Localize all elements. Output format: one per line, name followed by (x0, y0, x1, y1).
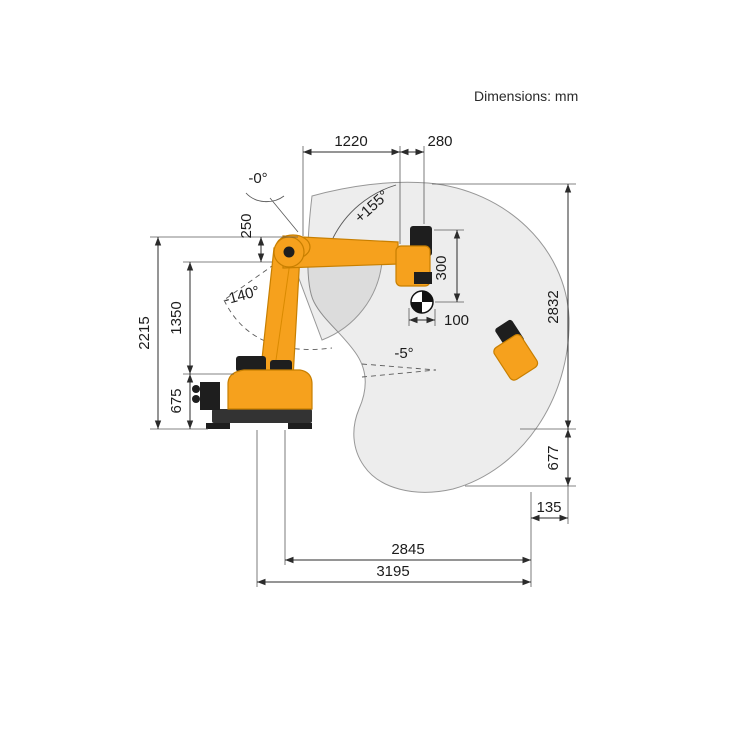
work-envelope-outline (307, 181, 570, 493)
label-677: 677 (545, 445, 562, 470)
label-angle-minus140: -140° (222, 283, 261, 309)
label-angle-minus5: -5° (394, 345, 413, 362)
label-300: 300 (433, 255, 450, 280)
angle-plus155-arc (332, 184, 397, 239)
robot (192, 226, 539, 429)
dimension-lines (154, 148, 572, 586)
robot-base-foot-right (288, 423, 312, 429)
robot-wrist-alt-pose (493, 319, 539, 381)
work-envelope-inner-sector (288, 251, 383, 341)
label-2215: 2215 (136, 316, 153, 349)
angle-zero-leader (269, 197, 299, 233)
label-135: 135 (536, 499, 561, 516)
robot-cable-plug-top (192, 385, 200, 393)
angle-zero-arc (245, 192, 285, 203)
robot-base-plate (212, 409, 312, 423)
label-1350: 1350 (168, 301, 185, 334)
robot-base-foot-left (206, 423, 230, 429)
angle-minus5-upper (361, 363, 437, 371)
label-675: 675 (168, 388, 185, 413)
label-3195: 3195 (376, 563, 409, 580)
robot-turntable (227, 369, 313, 410)
cog-quadrant-top-right (422, 291, 433, 302)
label-100: 100 (444, 312, 469, 329)
robot-motor-block-left (236, 356, 266, 372)
robot-motor-block-right (270, 360, 292, 372)
label-2845: 2845 (391, 541, 424, 558)
robot-cable-connector (200, 382, 220, 410)
robot-wrist-alt-body (493, 334, 539, 381)
label-2832: 2832 (545, 290, 562, 323)
angle-minus5-lower (361, 369, 437, 378)
label-280: 280 (427, 133, 452, 150)
robot-cable-plug-bottom (192, 395, 200, 403)
angle-minus140-arc (223, 299, 333, 350)
robot-wrist-tool-mount (414, 272, 432, 284)
label-angle-zero: -0° (248, 170, 267, 187)
label-1220: 1220 (334, 133, 367, 150)
cog-quadrant-bottom-left (411, 302, 422, 313)
label-250: 250 (238, 213, 255, 238)
cog-symbol (410, 290, 434, 314)
robot-shoulder-axis (283, 246, 295, 258)
units-note: Dimensions: mm (474, 88, 578, 104)
